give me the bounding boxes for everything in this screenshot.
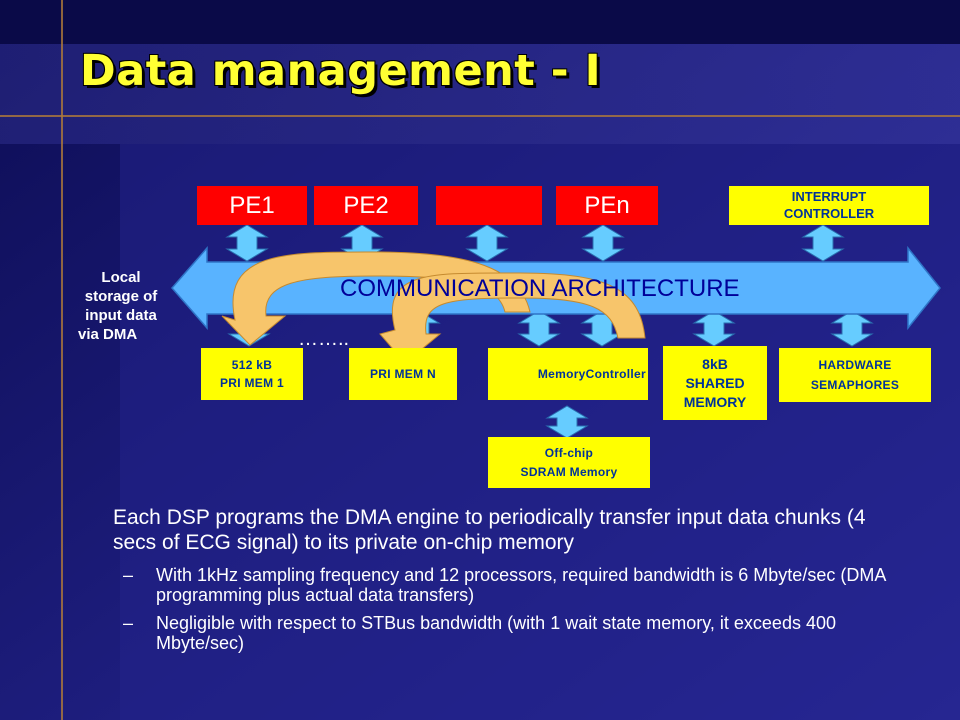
hardware-semaphores-box: HARDWARE SEMAPHORES xyxy=(779,348,931,402)
connector-arrow-pen xyxy=(581,224,625,262)
offchip-sdram-box: Off-chip SDRAM Memory xyxy=(488,437,650,488)
interrupt-line-1: INTERRUPT xyxy=(791,189,867,204)
shared-memory-line-3: MEMORY xyxy=(683,393,747,410)
pri-mem-1-box: 512 kB PRI MEM 1 xyxy=(201,348,303,400)
connector-arrow-memctrl xyxy=(517,310,561,347)
memory-controller-box: MemoryController xyxy=(488,348,648,400)
pe1-box: PE1 xyxy=(197,186,307,225)
pe2-label: PE2 xyxy=(343,191,389,219)
interrupt-line-2: CONTROLLER xyxy=(783,206,875,221)
bullet-list: Each DSP programs the DMA engine to peri… xyxy=(113,505,903,661)
connector-arrow-pe1 xyxy=(225,224,269,262)
pen-label: PEn xyxy=(584,191,630,219)
shared-memory-size: 8kB xyxy=(702,355,728,372)
pri-mem-n-box: PRI MEM N xyxy=(349,348,457,400)
pe2-box: PE2 xyxy=(314,186,418,225)
dash-marker: – xyxy=(123,613,134,633)
sub-bullet-1-text: With 1kHz sampling frequency and 12 proc… xyxy=(156,565,886,605)
shared-memory-line-2: SHARED xyxy=(685,374,745,391)
local-line-3: input data xyxy=(85,307,157,324)
pe1-label: PE1 xyxy=(229,191,275,219)
local-line-4: via DMA xyxy=(78,326,138,343)
interrupt-controller-box: INTERRUPT CONTROLLER xyxy=(729,186,929,225)
pe3-box xyxy=(436,186,542,225)
connector-arrow-shared xyxy=(692,310,736,347)
local-line-1: Local xyxy=(101,269,141,286)
connector-arrow-interrupt xyxy=(801,224,845,262)
offchip-line-2: SDRAM Memory xyxy=(520,464,618,479)
connector-arrow-pe3 xyxy=(465,224,509,262)
pri-mem-n-label: PRI MEM N xyxy=(369,367,437,381)
connector-arrow-semaphores xyxy=(830,310,874,347)
curved-arrow-pri-mem-n xyxy=(379,272,646,364)
pri-mem-1-label: PRI MEM 1 xyxy=(219,376,285,390)
memory-controller-label: MemoryController xyxy=(537,367,646,381)
sub-bullet-1: – With 1kHz sampling frequency and 12 pr… xyxy=(113,565,903,605)
sub-bullet-2: – Negligible with respect to STBus bandw… xyxy=(113,613,903,653)
connector-arrow-offchip xyxy=(545,405,589,439)
dots: …….. xyxy=(298,328,349,350)
main-bullet: Each DSP programs the DMA engine to peri… xyxy=(113,506,866,554)
pri-mem-1-size: 512 kB xyxy=(231,358,273,372)
local-line-2: storage of xyxy=(84,288,158,305)
dash-marker: – xyxy=(123,565,134,585)
offchip-line-1: Off-chip xyxy=(544,445,594,460)
shared-memory-box: 8kB SHARED MEMORY xyxy=(663,346,767,420)
semaphores-line-2: SEMAPHORES xyxy=(810,378,900,392)
bus-label: COMMUNICATION ARCHITECTURE xyxy=(340,275,740,302)
dma-curved-arrows xyxy=(221,251,646,364)
sub-bullet-2-text: Negligible with respect to STBus bandwid… xyxy=(156,613,836,653)
local-storage-label: Local storage of input data via DMA xyxy=(62,268,180,344)
semaphores-line-1: HARDWARE xyxy=(818,358,892,372)
pen-box: PEn xyxy=(556,186,658,225)
slide-title: Data management - I xyxy=(80,46,602,96)
